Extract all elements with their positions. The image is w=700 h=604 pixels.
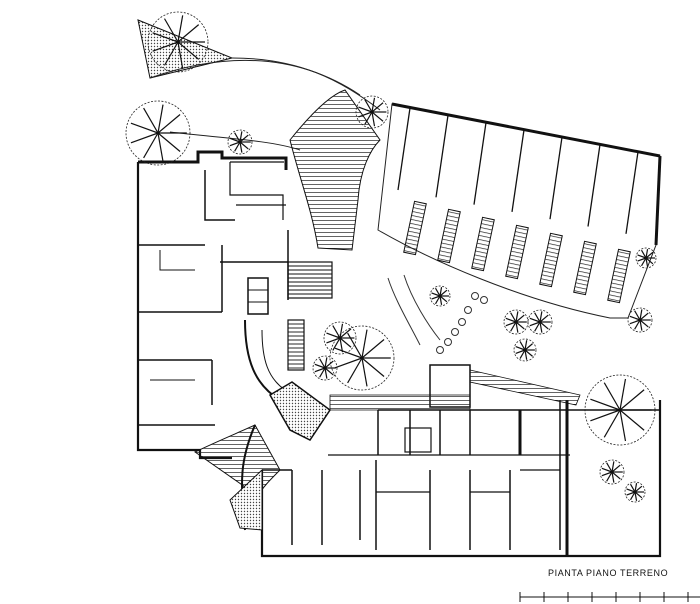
parked-car — [471, 216, 495, 272]
tree-symbol — [329, 325, 395, 391]
courtyard-planter — [268, 381, 332, 441]
tree-symbol — [147, 11, 209, 73]
access-ramp — [289, 89, 381, 251]
entrance-ramp — [194, 424, 281, 531]
parked-car — [437, 208, 461, 264]
parked-car — [403, 200, 427, 256]
parked-car — [505, 224, 529, 280]
parked-car — [607, 248, 631, 304]
tree-symbol — [635, 247, 657, 269]
tree-symbol — [513, 338, 537, 362]
tree-symbol — [125, 100, 191, 166]
parking-stall-divider — [511, 129, 525, 212]
parking-stall-divider — [473, 122, 487, 205]
tree-symbol — [624, 481, 646, 503]
stepping-stone — [451, 328, 459, 336]
tree-symbol — [584, 374, 656, 446]
trees — [125, 11, 657, 503]
tree-symbol — [627, 307, 653, 333]
stepping-stone — [480, 296, 488, 304]
stepping-stone — [458, 318, 466, 326]
stepping-stone — [444, 338, 452, 346]
drawing-caption: PIANTA PIANO TERRENO — [548, 568, 669, 578]
tree-symbol — [227, 129, 253, 155]
parking-stall-divider — [435, 115, 449, 198]
stepping-stone — [436, 346, 444, 354]
parking-stall-divider — [549, 137, 563, 220]
tree-symbol — [503, 309, 529, 335]
parking-lot — [377, 102, 662, 319]
corner-garden — [137, 19, 234, 79]
tree-symbol — [312, 355, 338, 381]
garden-path — [387, 274, 488, 354]
scale-bar — [519, 592, 700, 602]
parking-stall-divider — [625, 151, 639, 234]
tree-symbol — [429, 285, 451, 307]
stepping-stone — [464, 306, 472, 314]
stepping-stone — [471, 292, 479, 300]
tree-symbol — [599, 459, 625, 485]
tree-symbol — [355, 95, 389, 129]
tree-symbol — [323, 321, 357, 355]
parked-car — [573, 240, 597, 296]
parking-stall-divider — [587, 144, 601, 227]
central-stairs — [287, 261, 471, 453]
tree-symbol — [527, 309, 553, 335]
terrace-strip — [329, 369, 581, 411]
parking-stall-divider — [397, 107, 411, 191]
parked-car — [539, 232, 563, 288]
building-walls — [136, 150, 662, 558]
